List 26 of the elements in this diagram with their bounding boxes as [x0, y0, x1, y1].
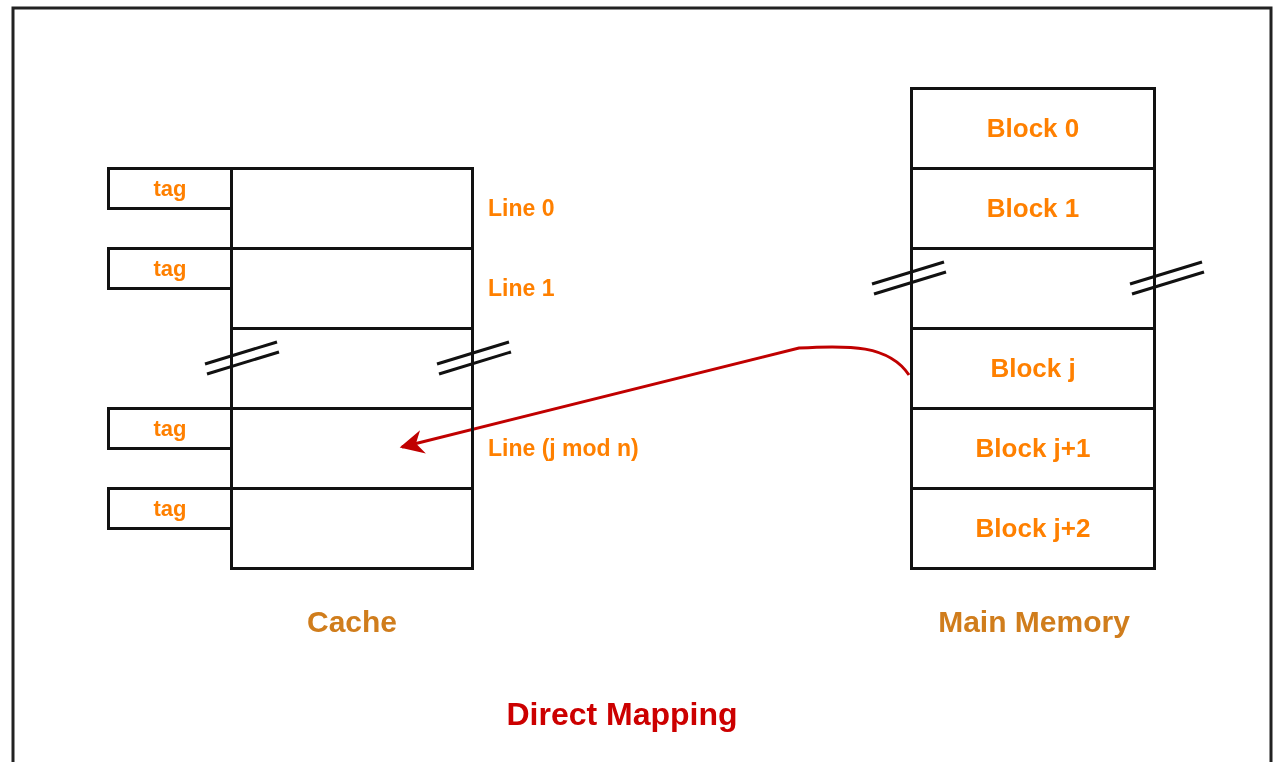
tag-box: [107, 487, 233, 530]
memory-block-box: [910, 167, 1156, 250]
block-label: Block j+1: [975, 433, 1091, 464]
memory-caption: Cache: [307, 605, 397, 639]
tag-box: [107, 167, 233, 210]
memory-block-box: [910, 247, 1156, 330]
memory-block-box: [910, 407, 1156, 490]
tag-box: [107, 407, 233, 450]
line-label: Line 1: [488, 275, 555, 302]
line-label: Line (j mod n): [488, 435, 639, 462]
tag-label: tag: [153, 415, 187, 442]
memory-block-box: [910, 487, 1156, 570]
tag-label: tag: [153, 255, 187, 282]
block-label: Block 1: [986, 193, 1080, 224]
tag-label: tag: [153, 495, 187, 522]
memory-block-box: [910, 327, 1156, 410]
tag-box: [107, 247, 233, 290]
block-label: Block j: [990, 353, 1076, 384]
memory-block-box: [910, 87, 1156, 170]
line-label: Line 0: [488, 195, 555, 222]
memory-caption: Main Memory: [938, 605, 1130, 639]
diagram-title: Direct Mapping: [506, 696, 738, 733]
block-label: Block j+2: [975, 513, 1091, 544]
block-label: Block 0: [986, 113, 1080, 144]
tag-label: tag: [153, 175, 187, 202]
mapping-arrow: [399, 345, 911, 454]
